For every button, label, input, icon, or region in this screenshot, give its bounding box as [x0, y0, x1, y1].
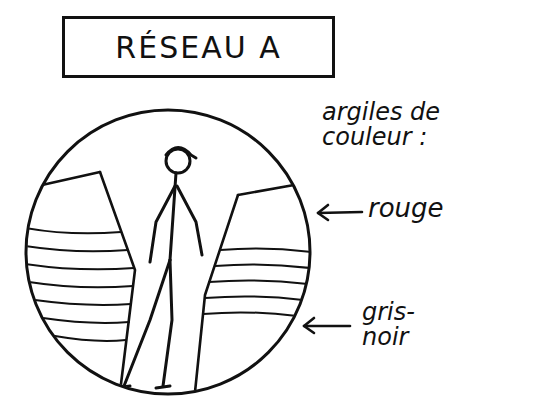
- diagram-title: RÉSEAU A: [115, 30, 281, 65]
- color-label: gris-noir: [362, 300, 440, 350]
- heading-note: argiles de couleur :: [322, 100, 482, 150]
- section-circle: [26, 110, 310, 394]
- layer-hatching: [25, 228, 134, 341]
- leader-arrow: [318, 205, 362, 220]
- title-frame: RÉSEAU A: [62, 16, 335, 78]
- layer-boundary: [238, 185, 294, 195]
- color-label: rouge: [368, 195, 488, 222]
- leader-arrow: [304, 318, 350, 333]
- trench-wall: [195, 195, 238, 392]
- layer-hatching: [203, 248, 311, 316]
- person-figure: [116, 148, 202, 389]
- trench-wall: [100, 172, 135, 392]
